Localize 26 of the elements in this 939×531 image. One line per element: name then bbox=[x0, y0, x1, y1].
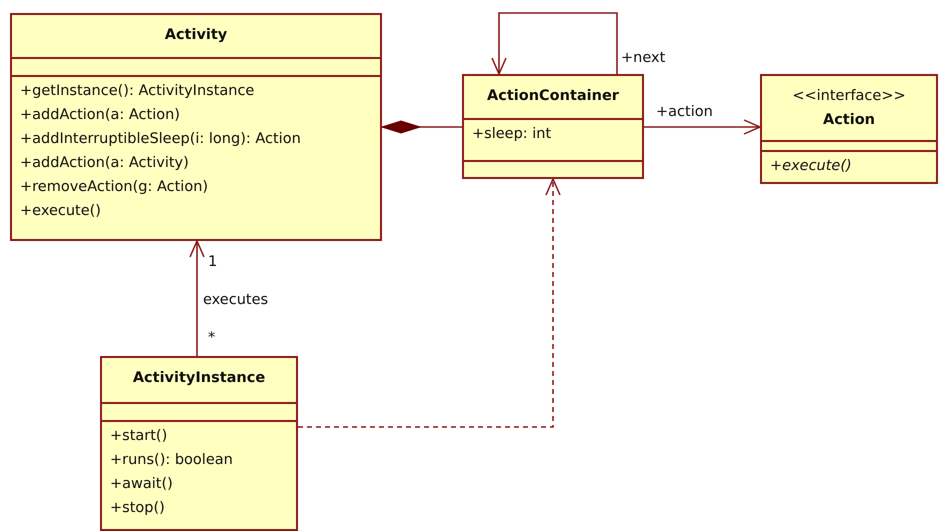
operation: +addInterruptibleSleep(i: long): Action bbox=[20, 130, 301, 149]
operation: +getInstance(): ActivityInstance bbox=[20, 82, 254, 101]
class-box bbox=[462, 74, 644, 179]
composition-line bbox=[382, 120, 462, 134]
operation: +execute() bbox=[770, 157, 852, 176]
stereotype: <<interface>> bbox=[792, 87, 906, 106]
operation: +removeAction(g: Action) bbox=[20, 178, 208, 197]
operation: +runs(): boolean bbox=[110, 451, 233, 470]
class-box bbox=[760, 74, 938, 184]
class-name: ActionContainer bbox=[487, 87, 619, 106]
operation: +stop() bbox=[110, 499, 165, 518]
operation: +await() bbox=[110, 475, 173, 494]
association-arrow bbox=[644, 119, 761, 135]
class-box bbox=[100, 356, 298, 531]
operation: +start() bbox=[110, 427, 168, 446]
attribute: +sleep: int bbox=[472, 125, 552, 144]
class-name: Action bbox=[822, 111, 875, 130]
association-arrow bbox=[491, 12, 618, 75]
dependency-arrow bbox=[298, 178, 561, 428]
operation: +addAction(a: Action) bbox=[20, 106, 180, 125]
class-box bbox=[10, 13, 382, 241]
operation: +addAction(a: Activity) bbox=[20, 154, 189, 173]
association-arrow bbox=[189, 240, 205, 356]
operation: +execute() bbox=[20, 202, 101, 221]
class-name: Activity bbox=[164, 26, 228, 45]
class-name: ActivityInstance bbox=[132, 369, 266, 388]
